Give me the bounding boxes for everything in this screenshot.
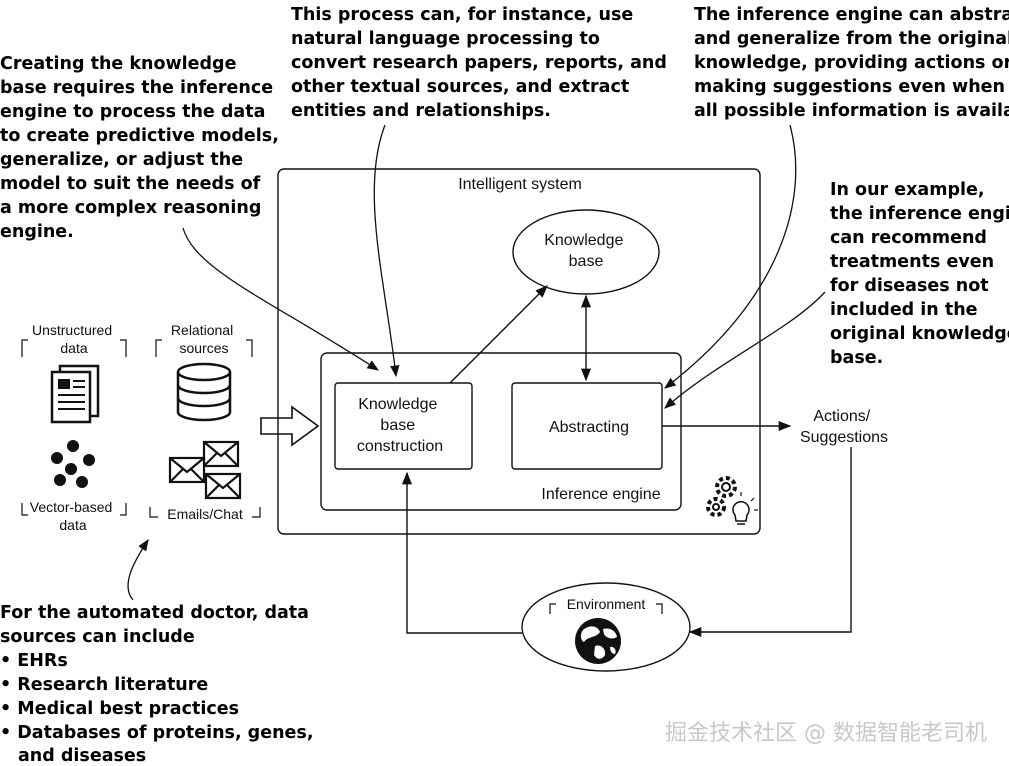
pointer-top-right [664, 124, 797, 389]
pointer-left-top [182, 227, 379, 371]
source-vector-label: Vector-based data [30, 499, 116, 533]
annotation-left-top: Creating the knowledge base requires the… [0, 54, 285, 242]
source-emails: Emails/Chat [149, 440, 261, 522]
gears-lightbulb-icon [706, 476, 758, 525]
source-emails-label: Emails/Chat [167, 506, 243, 522]
flow-arrows [401, 285, 852, 638]
dots-icon [51, 440, 95, 488]
arrow-icon [260, 405, 320, 447]
knowledge-base-label: Knowledge base [544, 232, 628, 270]
source-vector: Vector-based data [21, 440, 127, 533]
intelligent-system-box [277, 168, 761, 535]
watermark: 掘金技术社区 @ 数据智能老司机 [665, 721, 987, 746]
source-unstructured: Unstructured data [21, 322, 127, 424]
arrow-actions-to-environment [688, 447, 852, 638]
environment-label: Environment [567, 596, 646, 612]
actions-suggestions-label: Actions/ Suggestions [800, 408, 888, 446]
kb-construction-label: Knowledge base construction [357, 396, 443, 455]
kb-construction-box [334, 382, 473, 470]
source-relational-label: Relational sources [171, 322, 237, 356]
envelope-icon [168, 440, 242, 500]
annotation-top-right: The inference engine can abstract and ge… [694, 5, 1009, 121]
database-icon [176, 362, 232, 422]
annotation-pointers [127, 124, 826, 601]
globe-icon [575, 618, 621, 664]
inference-engine-label: Inference engine [541, 486, 660, 503]
intelligent-system-label: Intelligent system [458, 176, 582, 193]
arrow-environment-to-construction [401, 471, 522, 634]
pointer-right-middle [664, 291, 826, 409]
arrow-construction-to-kb [449, 285, 548, 384]
annotation-right-middle: In our example, the inference engine can… [830, 180, 1009, 368]
abstracting-label: Abstracting [549, 419, 629, 436]
source-unstructured-label: Unstructured data [32, 322, 116, 356]
source-relational: Relational sources [155, 322, 253, 422]
annotation-top-middle: This process can, for instance, use natu… [291, 5, 673, 121]
inference-engine-box [320, 352, 682, 511]
knowledge-base-node [512, 209, 660, 295]
pointer-top-middle [373, 124, 400, 378]
annotation-bottom-left: For the automated doctor, data sources c… [0, 603, 320, 766]
pointer-bottom-left [127, 539, 149, 601]
document-icon [50, 364, 100, 424]
